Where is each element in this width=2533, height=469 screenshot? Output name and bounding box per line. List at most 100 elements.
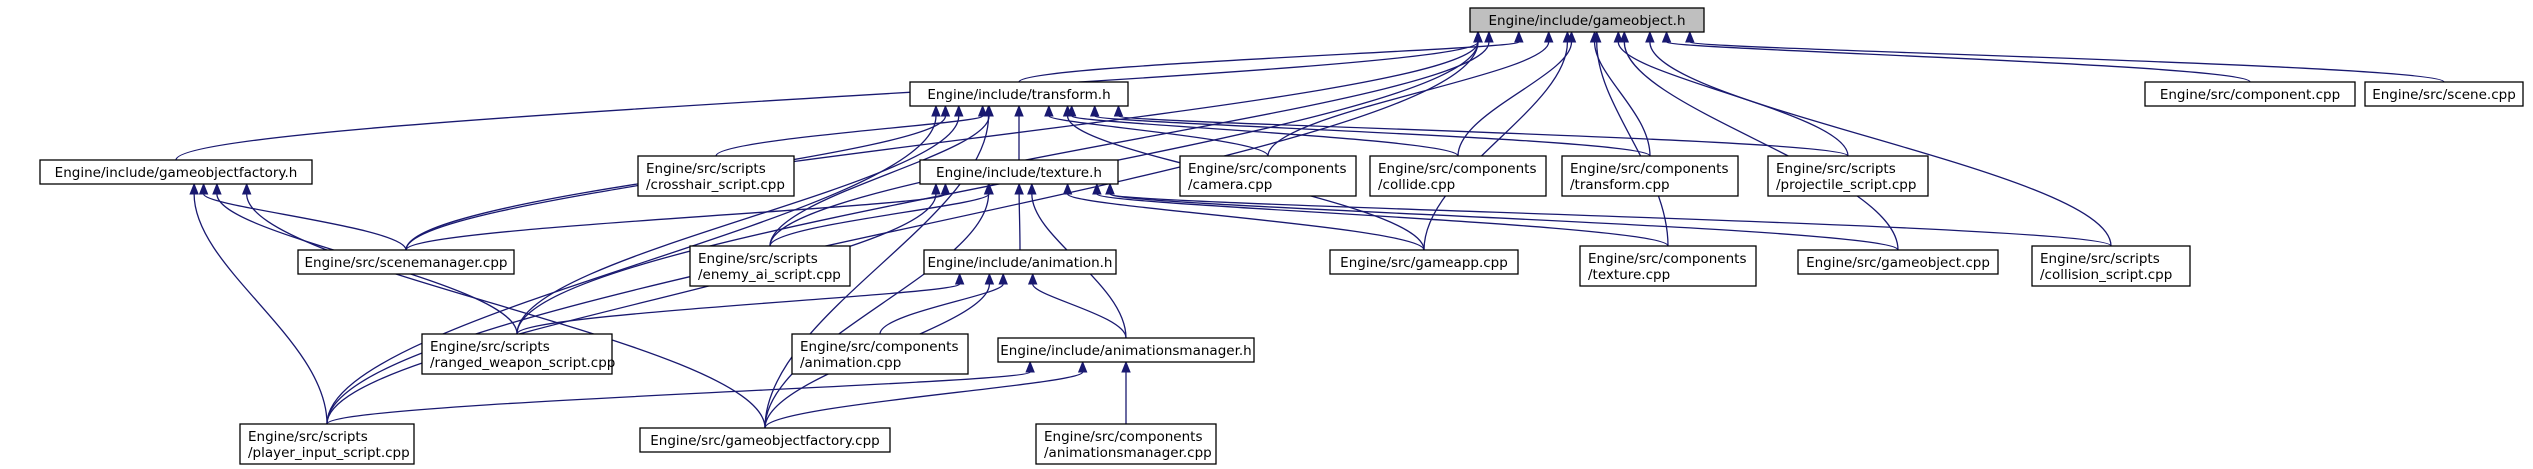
edge-enemy-ai-cpp-to-texture-h (769, 193, 990, 247)
node-animationsmanager-cpp[interactable]: Engine/src/components/animationsmanager.… (1035, 423, 1217, 465)
node-player-input-cpp[interactable]: Engine/src/scripts/player_input_script.c… (239, 423, 415, 465)
node-box (297, 249, 515, 275)
edge-collide-cpp-to-transform-h (1071, 115, 1459, 157)
node-animationsmanager-h[interactable]: Engine/include/animationsmanager.h (997, 337, 1255, 363)
arrow-head (954, 272, 965, 285)
node-gameapp-cpp[interactable]: Engine/src/gameapp.cpp (1329, 249, 1519, 275)
arrow-head (1062, 104, 1073, 117)
node-box (997, 337, 1255, 363)
node-label: Engine/src/scene.cpp (2372, 87, 2516, 103)
node-label: /crosshair_script.cpp (646, 177, 785, 193)
arrow-head (241, 182, 252, 195)
arrow-head (1484, 30, 1494, 43)
node-camera-cpp[interactable]: Engine/src/components/camera.cpp (1179, 155, 1357, 197)
arrow-head (1685, 30, 1695, 43)
arrow-head (1591, 30, 1602, 43)
arrow-head (983, 104, 994, 117)
node-collide-cpp[interactable]: Engine/src/components/collide.cpp (1369, 155, 1547, 197)
arrow-head (998, 272, 1008, 285)
node-gameobjectfactory-h[interactable]: Engine/include/gameobjectfactory.h (39, 159, 313, 185)
edge-scenemanager-cpp-to-texture-h (405, 193, 947, 251)
node-crosshair-cpp[interactable]: Engine/src/scripts/crosshair_script.cpp (637, 155, 795, 197)
node-animation-h[interactable]: Engine/include/animation.h (923, 249, 1117, 275)
node-gameobjectfactory-cpp[interactable]: Engine/src/gameobjectfactory.cpp (639, 427, 891, 453)
node-label: Engine/include/animationsmanager.h (1000, 343, 1251, 359)
arrow-head (212, 182, 222, 195)
arrow-head (1092, 182, 1102, 195)
node-box (1469, 7, 1705, 33)
node-texture-cpp[interactable]: Engine/src/components/texture.cpp (1579, 245, 1757, 287)
node-texture-h[interactable]: Engine/include/texture.h (919, 159, 1119, 185)
node-enemy-ai-cpp[interactable]: Engine/src/scripts/enemy_ai_script.cpp (689, 245, 851, 287)
node-box (421, 333, 613, 375)
node-label: Engine/src/components (1570, 161, 1728, 177)
node-label: /camera.cpp (1188, 177, 1272, 193)
node-label: Engine/include/gameobjectfactory.h (55, 165, 298, 181)
node-box (923, 249, 1117, 275)
arrow-head (1105, 182, 1115, 195)
edge-scene-cpp-to-gameobject-h (1689, 41, 2445, 83)
node-transform-cpp[interactable]: Engine/src/components/transform.cpp (1561, 155, 1739, 197)
node-box (1179, 155, 1357, 197)
node-scenemanager-cpp[interactable]: Engine/src/scenemanager.cpp (297, 249, 515, 275)
edge-enemy-ai-cpp-to-transform-h (769, 115, 990, 247)
node-label: Engine/src/components (1188, 161, 1346, 177)
node-collision-cpp[interactable]: Engine/src/scripts/collision_script.cpp (2031, 245, 2191, 287)
node-label: /collide.cpp (1378, 177, 1455, 193)
arrow-head (983, 182, 994, 195)
node-box (689, 245, 851, 287)
node-gameobject-h[interactable]: Engine/include/gameobject.h (1469, 7, 1705, 33)
node-label: Engine/src/components (800, 339, 958, 355)
edge-animation-cpp-to-animation-h (879, 283, 1004, 335)
node-label: /texture.cpp (1588, 267, 1670, 283)
node-label: /ranged_weapon_script.cpp (430, 355, 615, 371)
edge-scenemanager-cpp-to-gameobjectfactory-h (202, 193, 407, 251)
arrow-head (1062, 182, 1073, 195)
arrow-head (1014, 182, 1024, 195)
edge-crosshair-cpp-to-transform-h (715, 115, 984, 157)
node-label: Engine/src/scripts (2040, 251, 2160, 267)
edge-gameapp-cpp-to-gameobject-h (1423, 41, 1569, 251)
arrow-head (1562, 30, 1573, 43)
node-label: /animation.cpp (800, 355, 901, 371)
edge-player-input-cpp-to-gameobject-h (326, 41, 1479, 425)
edge-scenemanager-cpp-to-gameobject-h (405, 41, 1479, 251)
edge-camera-cpp-to-gameobject-h (1267, 41, 1550, 157)
node-transform-h[interactable]: Engine/include/transform.h (909, 81, 1129, 107)
node-label: /collision_script.cpp (2040, 267, 2172, 283)
edge-projectile-cpp-to-transform-h (1117, 115, 1849, 157)
node-projectile-cpp[interactable]: Engine/src/scripts/projectile_script.cpp (1767, 155, 1929, 197)
node-box (791, 333, 969, 375)
arrow-head (1661, 30, 1672, 43)
node-scene-cpp[interactable]: Engine/src/scene.cpp (2364, 81, 2524, 107)
arrow-head (1025, 360, 1035, 373)
node-label: /animationsmanager.cpp (1044, 445, 1212, 461)
arrow-head (1014, 104, 1024, 117)
node-ranged-weapon-cpp[interactable]: Engine/src/scripts/ranged_weapon_script.… (421, 333, 615, 375)
node-box (637, 155, 795, 197)
arrow-head (1077, 360, 1088, 373)
node-animation-cpp[interactable]: Engine/src/components/animation.cpp (791, 333, 969, 375)
node-label: Engine/src/components (1588, 251, 1746, 267)
edge-animationsmanager-h-to-animation-h (1032, 283, 1127, 339)
edge-gameobjectfactory-cpp-to-transform-h (764, 115, 990, 429)
arrow-head (1027, 182, 1037, 195)
arrow-head (189, 182, 199, 195)
node-label: Engine/src/scripts (248, 429, 368, 445)
arrow-head (1514, 30, 1524, 43)
node-label: Engine/include/gameobject.h (1488, 13, 1685, 29)
arrow-head (1089, 104, 1100, 117)
node-label: Engine/src/scripts (430, 339, 550, 355)
arrow-head (1113, 104, 1124, 117)
arrow-head (977, 104, 988, 117)
node-box (1797, 249, 1999, 275)
node-box (909, 81, 1129, 107)
node-gameobject-cpp[interactable]: Engine/src/gameobject.cpp (1797, 249, 1999, 275)
node-label: /player_input_script.cpp (248, 445, 410, 461)
edge-ranged-weapon-cpp-to-transform-h (516, 115, 960, 335)
node-component-cpp[interactable]: Engine/src/component.cpp (2144, 81, 2356, 107)
node-label: Engine/src/scripts (698, 251, 818, 267)
node-label: /projectile_script.cpp (1776, 177, 1916, 193)
node-box (919, 159, 1119, 185)
